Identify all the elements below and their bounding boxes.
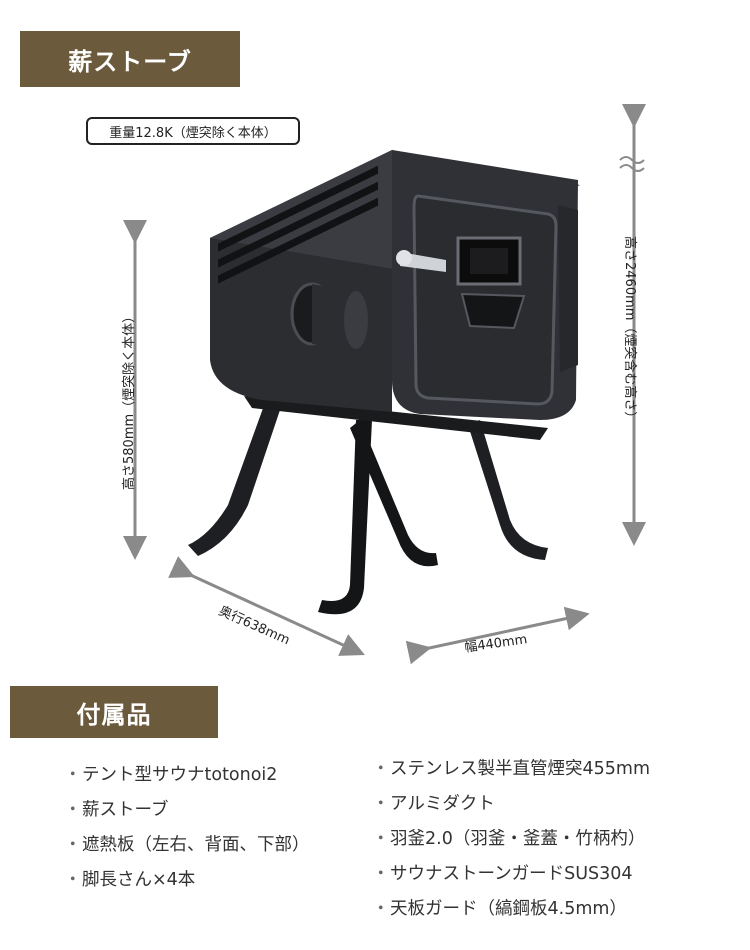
bullet: ・ (372, 899, 390, 919)
list-item: ・脚長さん×4本 (64, 863, 310, 898)
bullet: ・ (64, 765, 82, 785)
bullet: ・ (372, 864, 390, 884)
list-item-text: 遮熱板（左右、背面、下部） (82, 835, 310, 855)
bullet: ・ (372, 794, 390, 814)
list-item: ・アルミダクト (372, 787, 650, 822)
stove-illustration (188, 150, 580, 615)
bullet: ・ (372, 759, 390, 779)
list-item: ・サウナストーンガードSUS304 (372, 857, 650, 892)
stove-figure (123, 104, 646, 665)
section-title-accessories: 付属品 (10, 686, 218, 738)
list-item-text: 羽釜2.0（羽釜・釜蓋・竹柄杓） (390, 829, 646, 849)
bullet: ・ (64, 800, 82, 820)
list-item-text: テント型サウナtotonoi2 (82, 765, 278, 785)
section-title-stove-text: 薪ストーブ (68, 47, 192, 76)
list-item-text: 薪ストーブ (82, 800, 169, 820)
break-mark (619, 156, 645, 172)
list-item-text: ステンレス製半直管煙突455mm (390, 759, 650, 779)
weight-label: 重量12.8K（煙突除く本体） (86, 117, 300, 145)
dimension-arrows (123, 104, 646, 665)
list-item: ・遮熱板（左右、背面、下部） (64, 828, 310, 863)
list-item-text: 脚長さん×4本 (82, 870, 196, 890)
arrow-width (405, 606, 590, 665)
list-item: ・ステンレス製半直管煙突455mm (372, 752, 650, 787)
list-item-text: アルミダクト (390, 794, 495, 814)
bullet: ・ (372, 829, 390, 849)
list-item-text: サウナストーンガードSUS304 (390, 864, 633, 884)
list-item: ・羽釜2.0（羽釜・釜蓋・竹柄杓） (372, 822, 650, 857)
bullet: ・ (64, 870, 82, 890)
list-item-text: 天板ガード（縞鋼板4.5mm） (390, 899, 627, 919)
list-item: ・天板ガード（縞鋼板4.5mm） (372, 892, 650, 927)
accessory-list-left: ・テント型サウナtotonoi2 ・薪ストーブ ・遮熱板（左右、背面、下部） ・… (64, 758, 310, 898)
section-title-accessories-text: 付属品 (76, 700, 152, 729)
list-item: ・薪ストーブ (64, 793, 310, 828)
list-item: ・テント型サウナtotonoi2 (64, 758, 310, 793)
height-body-label: 高さ580mm（煙突除く本体） (122, 309, 137, 490)
arrow-depth (168, 556, 365, 656)
weight-text: 重量12.8K（煙突除く本体） (109, 125, 277, 141)
bullet: ・ (64, 835, 82, 855)
accessory-list-right: ・ステンレス製半直管煙突455mm ・アルミダクト ・羽釜2.0（羽釜・釜蓋・竹… (372, 752, 650, 927)
section-title-stove: 薪ストーブ (20, 31, 240, 87)
height-total-label: 高さ2460mm（煙突含む高さ） (622, 236, 637, 425)
